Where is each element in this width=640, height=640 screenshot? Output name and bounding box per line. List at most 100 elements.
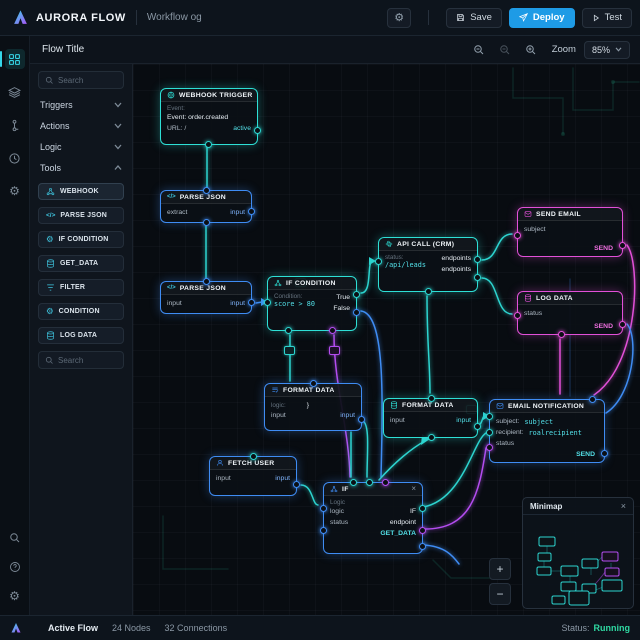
minimap-canvas[interactable] xyxy=(525,517,631,613)
output-port[interactable] xyxy=(425,288,432,295)
palette-item-log-data[interactable]: LOG DATA xyxy=(38,327,124,344)
input-port[interactable] xyxy=(264,299,271,306)
palette-item-parse-json[interactable]: </> PARSE JSON xyxy=(38,207,124,224)
input-port[interactable] xyxy=(428,434,435,441)
output-port[interactable] xyxy=(329,327,336,334)
search-input[interactable] xyxy=(58,75,117,85)
chevron-up-icon xyxy=(114,164,122,170)
input-port[interactable] xyxy=(428,395,435,402)
input-port[interactable] xyxy=(320,527,327,534)
input-port[interactable] xyxy=(310,380,317,387)
input-port[interactable] xyxy=(486,444,493,451)
search-input[interactable] xyxy=(58,355,117,365)
canvas-zoom-in-button[interactable]: + xyxy=(489,558,511,580)
input-port[interactable] xyxy=(203,278,210,285)
output-port[interactable] xyxy=(203,219,210,226)
input-port[interactable] xyxy=(486,413,493,420)
section-triggers[interactable]: Triggers xyxy=(30,94,132,115)
input-port[interactable] xyxy=(350,479,357,486)
output-port[interactable] xyxy=(474,423,481,430)
palette-item-get-data[interactable]: GET_DATA xyxy=(38,255,124,272)
input-label: logic xyxy=(330,508,344,515)
event-value: Event: order.created xyxy=(167,114,229,121)
node-api-call-crm[interactable]: API CALL (CRM) status: /api/leads endpoi… xyxy=(375,237,481,295)
output-port[interactable] xyxy=(474,256,481,263)
node-format-data-2[interactable]: FORMAT DATA input input xyxy=(383,395,481,441)
node-parse-json-2[interactable]: </> PARSE JSON input input xyxy=(160,278,255,314)
palette-item-if-condition[interactable]: ⚙ IF CONDITION xyxy=(38,231,124,248)
section-actions[interactable]: Actions xyxy=(30,115,132,136)
palette-item-webhook[interactable]: WEBHOOK xyxy=(38,183,124,200)
send-port[interactable] xyxy=(619,321,626,328)
palette-search[interactable] xyxy=(38,71,124,89)
node-if[interactable]: IF × Logic logic IF status endpoint GET_… xyxy=(320,479,426,554)
output-port[interactable] xyxy=(474,274,481,281)
rail-item-history[interactable] xyxy=(5,148,25,168)
node-log-data[interactable]: LOG DATA status SEND xyxy=(514,291,626,338)
input-port[interactable] xyxy=(589,396,596,403)
rail-item-flows[interactable] xyxy=(0,49,25,69)
input-port[interactable] xyxy=(514,312,521,319)
output-port[interactable] xyxy=(254,127,261,134)
input-port[interactable] xyxy=(514,232,521,239)
input-port[interactable] xyxy=(250,453,257,460)
atom-icon xyxy=(385,240,393,248)
node-webhook-trigger[interactable]: WEBHOOK TRIGGER Event: Event: order.crea… xyxy=(160,88,261,148)
palette-item-filter[interactable]: FILTER xyxy=(38,279,124,296)
zoom-reset-button[interactable] xyxy=(496,41,514,59)
zoom-level-dropdown[interactable]: 85% xyxy=(583,40,630,59)
output-port[interactable] xyxy=(205,141,212,148)
input-port[interactable] xyxy=(320,505,327,512)
node-parse-json-1[interactable]: </> PARSE JSON extract input xyxy=(160,187,255,226)
code-icon: </> xyxy=(167,285,176,291)
input-port[interactable] xyxy=(486,429,493,436)
if-port[interactable] xyxy=(419,505,426,512)
node-format-data-1[interactable]: FORMAT DATA logic: } input input xyxy=(264,380,365,431)
settings-button[interactable]: ⚙ xyxy=(387,7,412,28)
node-if-condition[interactable]: IF CONDITION Condition: score > 80 True … xyxy=(264,276,360,334)
false-port[interactable] xyxy=(353,309,360,316)
palette-item-condition[interactable]: ⚙ CONDITION xyxy=(38,303,124,320)
output-port[interactable] xyxy=(293,481,300,488)
zoom-in-button[interactable] xyxy=(522,41,540,59)
section-tools[interactable]: Tools xyxy=(30,157,132,178)
test-button[interactable]: Test xyxy=(581,7,632,28)
rail-item-layers[interactable] xyxy=(5,82,25,102)
rail-item-settings[interactable]: ⚙ xyxy=(5,181,25,201)
input-port[interactable] xyxy=(203,187,210,194)
zoom-out-button[interactable] xyxy=(470,41,488,59)
output-port[interactable] xyxy=(248,299,255,306)
node-fetch-user[interactable]: FETCH USER input input xyxy=(209,453,300,496)
output-port[interactable] xyxy=(285,327,292,334)
canvas-zoom-out-button[interactable]: − xyxy=(489,583,511,605)
input-port[interactable] xyxy=(382,479,389,486)
play-icon xyxy=(593,14,599,21)
history-icon xyxy=(9,152,20,164)
rail-item-help[interactable] xyxy=(5,557,25,577)
true-port[interactable] xyxy=(353,291,360,298)
deploy-button[interactable]: Deploy xyxy=(508,7,575,28)
node-email-notification[interactable]: EMAIL NOTIFICATION subject: subject reci… xyxy=(486,396,608,463)
node-send-email[interactable]: SEND EMAIL subject SEND xyxy=(514,207,626,257)
input-port[interactable] xyxy=(375,258,382,265)
database-icon xyxy=(390,401,398,409)
get-data-port[interactable] xyxy=(419,543,426,550)
send-port[interactable] xyxy=(601,450,608,457)
send-port[interactable] xyxy=(619,242,626,249)
output-port[interactable] xyxy=(248,208,255,215)
input-port[interactable] xyxy=(366,479,373,486)
palette-search-bottom[interactable] xyxy=(38,351,124,369)
minimap-panel[interactable]: Minimap × xyxy=(522,497,634,609)
close-icon[interactable]: × xyxy=(411,484,416,493)
workflow-name[interactable]: Workflow og xyxy=(146,12,202,23)
flow-canvas[interactable]: WEBHOOK TRIGGER Event: Event: order.crea… xyxy=(133,64,640,615)
rail-item-connections[interactable] xyxy=(5,115,25,135)
close-icon[interactable]: × xyxy=(620,500,626,511)
endpoint-port[interactable] xyxy=(419,527,426,534)
save-button[interactable]: Save xyxy=(446,7,502,28)
rail-item-search[interactable] xyxy=(5,528,25,548)
output-port[interactable] xyxy=(358,416,365,423)
rail-item-preferences[interactable]: ⚙ xyxy=(5,586,25,606)
section-logic[interactable]: Logic xyxy=(30,136,132,157)
output-port[interactable] xyxy=(558,331,565,338)
